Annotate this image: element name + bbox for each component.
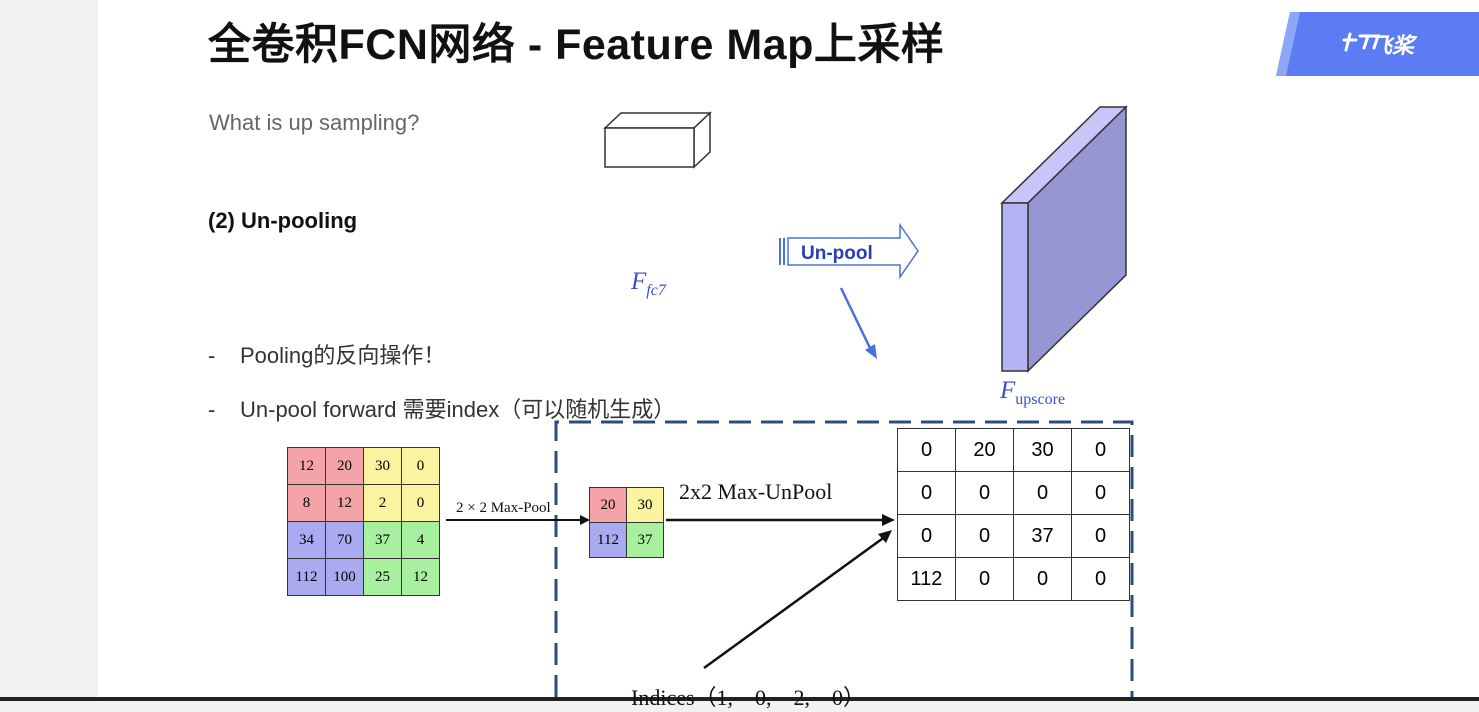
grid-cell: 0 <box>955 557 1014 601</box>
fc7-feature-box <box>603 111 712 169</box>
unpool-concept-diagram <box>603 105 1128 373</box>
grid-cell: 0 <box>897 514 956 558</box>
paddle-logo-icon <box>1276 12 1479 76</box>
grid-cell: 20 <box>325 447 364 485</box>
maxunpool-arrow-icon <box>666 514 895 526</box>
grid-cell: 37 <box>363 521 402 559</box>
grid-cell: 12 <box>325 484 364 522</box>
grid-cell: 4 <box>401 521 440 559</box>
bottom-divider <box>0 697 1479 701</box>
maxpool-arrow-icon <box>446 515 590 525</box>
grid-cell: 0 <box>401 484 440 522</box>
indices-arrow-icon <box>703 530 892 670</box>
grid-cell: 37 <box>1013 514 1072 558</box>
grid-cell: 0 <box>897 428 956 472</box>
upscore-feature-map <box>1000 105 1128 373</box>
grid-cell: 20 <box>589 487 627 523</box>
maxpool-label: 2 × 2 Max-Pool <box>456 500 551 516</box>
grid-cell: 0 <box>1071 557 1130 601</box>
grid-cell: 34 <box>287 521 326 559</box>
grid-cell: 37 <box>626 522 664 558</box>
grid-cell: 112 <box>589 522 627 558</box>
unpool-arrow-icon <box>779 222 919 280</box>
grid-cell: 30 <box>626 487 664 523</box>
grid-cell: 70 <box>325 521 364 559</box>
fc7-label: Ffc7 <box>631 268 666 299</box>
unpool-arrow-label: Un-pool <box>801 243 873 264</box>
section-heading: (2) Un-pooling <box>208 208 358 233</box>
logo-text: 飞桨 <box>1370 33 1415 58</box>
pointer-arrow-icon <box>839 287 877 359</box>
grid-cell: 0 <box>1071 428 1130 472</box>
upscore-label: Fupscore <box>1000 377 1066 408</box>
grid-cell: 0 <box>955 471 1014 515</box>
grid-cell: 0 <box>1071 471 1130 515</box>
grid-cell: 0 <box>1071 514 1130 558</box>
grid-cell: 30 <box>363 447 402 485</box>
grid-cell: 12 <box>287 447 326 485</box>
grid-cell: 112 <box>897 557 956 601</box>
grid-cell: 12 <box>401 558 440 596</box>
grid-cell: 0 <box>955 514 1014 558</box>
bullet-item: -Un-pool forward 需要index（可以随机生成） <box>208 397 676 422</box>
grid-cell: 20 <box>955 428 1014 472</box>
grid-cell: 2 <box>363 484 402 522</box>
unpool-example-diagram <box>446 420 1134 697</box>
grid-cell: 25 <box>363 558 402 596</box>
grid-cell: 8 <box>287 484 326 522</box>
maxunpool-label: 2x2 Max-UnPool <box>679 479 833 504</box>
grid-cell: 0 <box>401 447 440 485</box>
grid-cell: 30 <box>1013 428 1072 472</box>
grid-cell: 0 <box>1013 557 1072 601</box>
grid-cell: 100 <box>325 558 364 596</box>
indices-label: Indices（1, 0, 2, 0） <box>631 685 866 710</box>
grid-cell: 112 <box>287 558 326 596</box>
bullet-item: -Pooling的反向操作！ <box>208 343 446 368</box>
grid-cell: 0 <box>1013 471 1072 515</box>
grid-cell: 0 <box>897 471 956 515</box>
slide-title: 全卷积FCN网络 - Feature Map上采样 <box>208 21 945 69</box>
question-text: What is up sampling? <box>209 110 420 135</box>
